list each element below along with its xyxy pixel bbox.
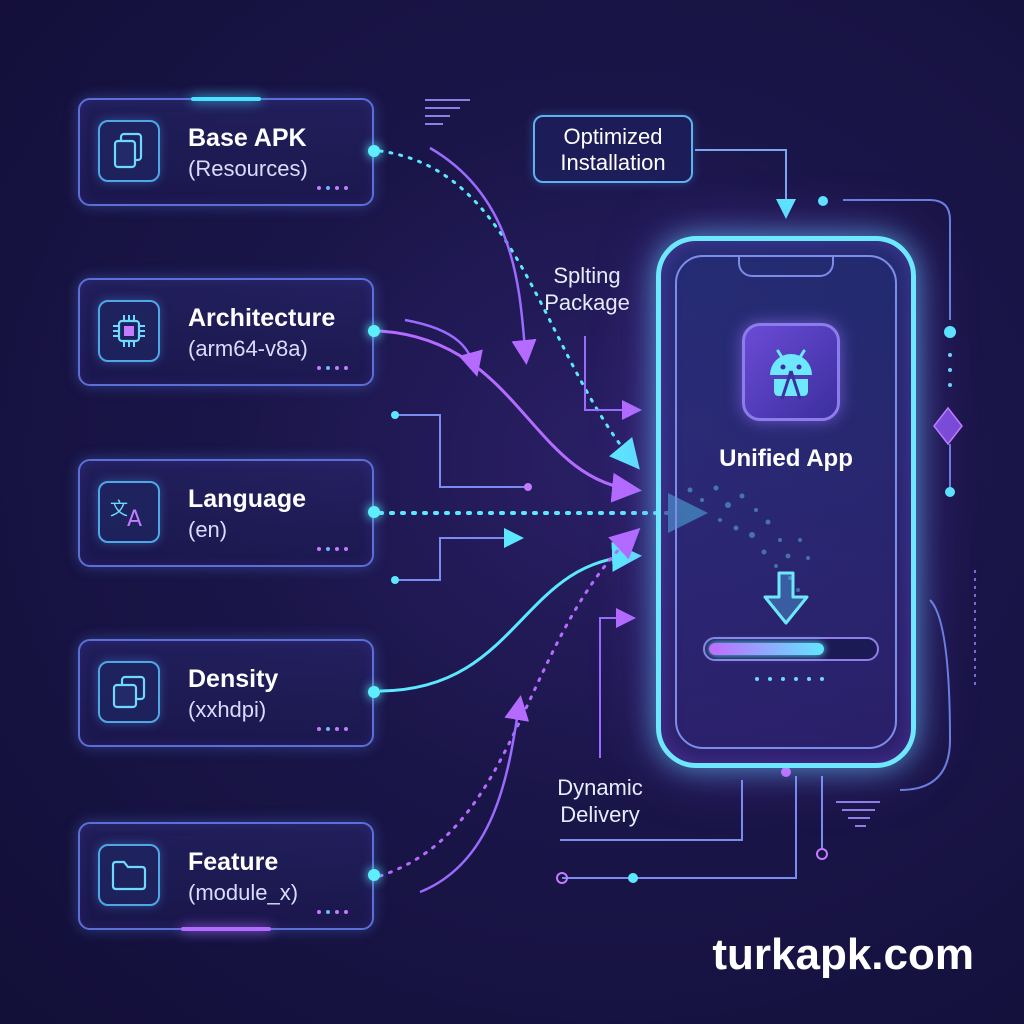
phone-screen [675, 255, 897, 749]
card-title: Language [188, 485, 307, 513]
flow-density [379, 541, 642, 693]
svg-text:文: 文 [110, 499, 128, 520]
card-density: Density (xxhdpi) [78, 639, 380, 747]
phone-notch [738, 255, 834, 277]
card-base-apk: Base APK (Resources) [78, 97, 380, 206]
card-subtitle: (module_x) [188, 880, 299, 905]
connector-node [368, 686, 380, 698]
card-feature: Feature (module_x) [78, 822, 380, 931]
card-subtitle: (Resources) [188, 156, 308, 181]
dynamic-delivery-label: Dynamic Delivery [557, 775, 643, 827]
card-subtitle: (arm64-v8a) [188, 336, 308, 361]
phone-device: Unified App [656, 236, 916, 768]
card-title: Base APK [188, 124, 307, 152]
flow-architecture-2 [404, 318, 483, 377]
optimized-installation-label: Optimized Installation [533, 115, 693, 183]
card-subtitle: (xxhdpi) [188, 697, 267, 722]
card-subtitle: (en) [188, 517, 228, 542]
flow-architecture [379, 329, 642, 503]
layers-icon [98, 661, 160, 723]
card-title: Density [188, 665, 279, 693]
svg-text:A: A [127, 507, 142, 529]
progress-fill [709, 643, 824, 655]
flow-feature-2 [419, 695, 530, 894]
android-icon [742, 323, 840, 421]
brand-watermark: turkapk.com [712, 930, 974, 979]
connector-node [368, 325, 380, 337]
folder-icon [98, 844, 160, 906]
app-title: Unified App [719, 445, 853, 472]
flow-base-apk-solid [429, 146, 537, 365]
connector-node [368, 145, 380, 157]
card-title: Architecture [188, 304, 336, 332]
connector-node [368, 506, 380, 518]
card-architecture: Architecture (arm64-v8a) [78, 278, 380, 386]
connector-node [368, 869, 380, 881]
download-arrow-icon [763, 571, 809, 625]
card-title: Feature [188, 848, 279, 876]
files-icon [98, 120, 160, 182]
cpu-chip-icon [98, 300, 160, 362]
install-progress-bar [703, 637, 879, 661]
splitting-package-label: Splting Package [544, 263, 630, 315]
